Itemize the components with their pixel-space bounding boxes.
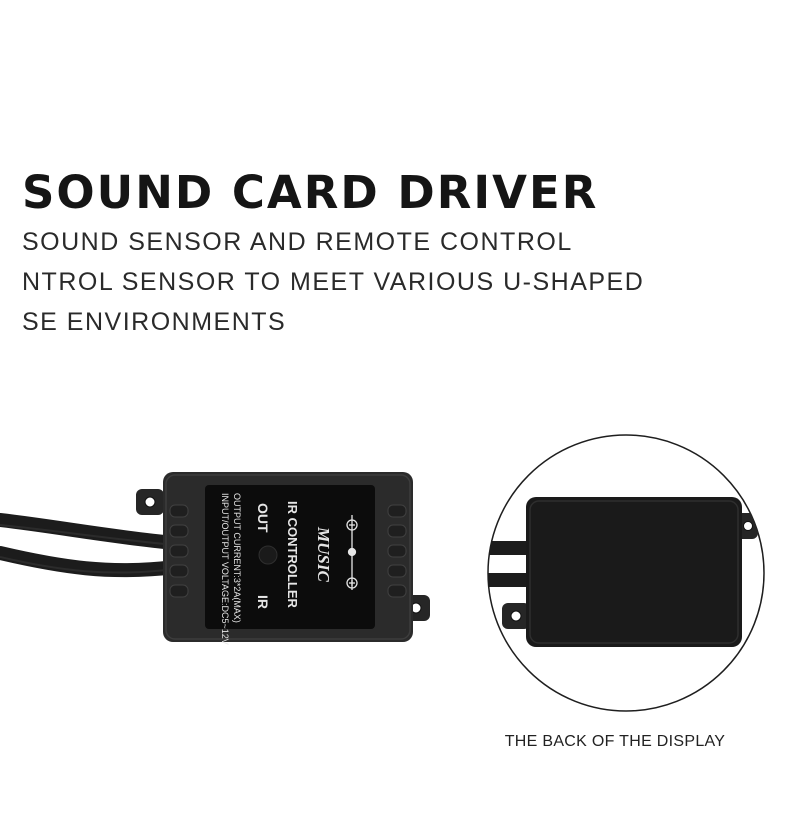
brand-label: MUSIC (314, 526, 333, 582)
controller-label: IR CONTROLLER (285, 501, 300, 608)
mount-tab-left (136, 489, 164, 515)
back-view-inset (486, 433, 766, 713)
voltage-label: INPUT/OUTPUT VOLTAGE:DC5~12V (220, 493, 230, 645)
subtitle-line-2: NTROL SENSOR TO MEET VARIOUS U-SHAPED (22, 268, 645, 296)
cable-upper (0, 513, 182, 550)
plus-icon (346, 577, 358, 589)
controller-front-photo: INPUT/OUTPUT VOLTAGE:DC5~12V OUTPUT CURR… (0, 455, 440, 655)
subtitle-line-3: SE ENVIRONMENTS (22, 308, 287, 336)
controller-back-body (526, 497, 742, 647)
out-label: OUT (255, 503, 271, 533)
ir-label: IR (255, 595, 271, 609)
current-label: OUTPUT CURRENT:3*2A(MAX) (232, 493, 242, 623)
controller-front-illustration: INPUT/OUTPUT VOLTAGE:DC5~12V OUTPUT CURR… (0, 472, 430, 645)
minus-icon (346, 519, 358, 531)
back-view-caption: THE BACK OF THE DISPLAY (504, 733, 726, 750)
subtitle-line-1: SOUND SENSOR AND REMOTE CONTROL (22, 228, 573, 256)
cable-lower (0, 546, 182, 578)
back-view-illustration (487, 434, 765, 712)
controller-label-panel (205, 485, 375, 629)
headline: SOUND CARD DRIVER (22, 166, 599, 219)
ir-sensor-window (258, 545, 278, 565)
